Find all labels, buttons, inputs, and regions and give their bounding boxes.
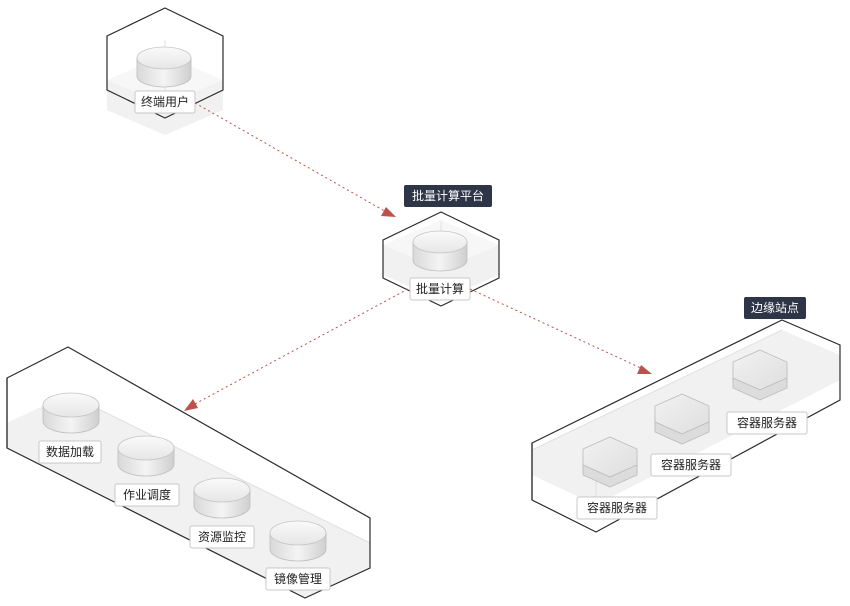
container-server-3-label: 容器服务器 — [737, 415, 797, 430]
service-data-loading-label: 数据加载 — [46, 444, 94, 459]
end-user-cylinder — [136, 46, 192, 88]
services-frame — [6, 346, 371, 599]
arrow-head-icon — [381, 207, 396, 217]
edge-site-group: 边缘站点 容器服务器 容器服务器 容器服 — [531, 297, 841, 533]
service-image-management[interactable]: 镜像管理 — [265, 520, 331, 591]
container-server-1[interactable]: 容器服务器 — [576, 436, 658, 520]
service-job-scheduling[interactable]: 作业调度 — [114, 435, 180, 507]
flow-batch-to-services — [184, 288, 409, 411]
container-server-3[interactable]: 容器服务器 — [726, 349, 808, 435]
arrow-head-icon — [184, 399, 198, 411]
service-resource-monitor-label: 资源监控 — [198, 530, 246, 544]
container-server-2-label: 容器服务器 — [661, 457, 721, 472]
container-server-2[interactable]: 容器服务器 — [650, 393, 732, 477]
batch-compute-label-text: 批量计算 — [416, 281, 464, 296]
service-resource-monitor[interactable]: 资源监控 — [189, 477, 255, 549]
batch-platform-title-text: 批量计算平台 — [412, 188, 484, 203]
end-user-node[interactable]: 终端用户 — [106, 7, 224, 135]
batch-platform-title: 批量计算平台 — [404, 185, 492, 207]
edge-site-title: 边缘站点 — [744, 297, 806, 319]
arrow-head-icon — [637, 365, 652, 374]
batch-compute-label: 批量计算 — [409, 277, 471, 301]
service-data-loading[interactable]: 数据加载 — [38, 392, 102, 464]
edge-site-title-text: 边缘站点 — [751, 301, 799, 315]
flow-end-user-to-batch — [194, 102, 396, 217]
services-group: 数据加载 作业调度 资源监控 镜像管理 — [6, 346, 371, 599]
end-user-label: 终端用户 — [134, 90, 196, 114]
batch-platform-cylinder — [412, 230, 468, 272]
service-image-management-label: 镜像管理 — [274, 571, 322, 586]
end-user-label-text: 终端用户 — [141, 94, 189, 109]
service-job-scheduling-label: 作业调度 — [123, 487, 171, 502]
batch-platform-node[interactable]: 批量计算平台 批量计算 — [382, 185, 500, 307]
container-server-1-label: 容器服务器 — [587, 500, 647, 515]
flow-batch-to-edge — [469, 288, 652, 374]
